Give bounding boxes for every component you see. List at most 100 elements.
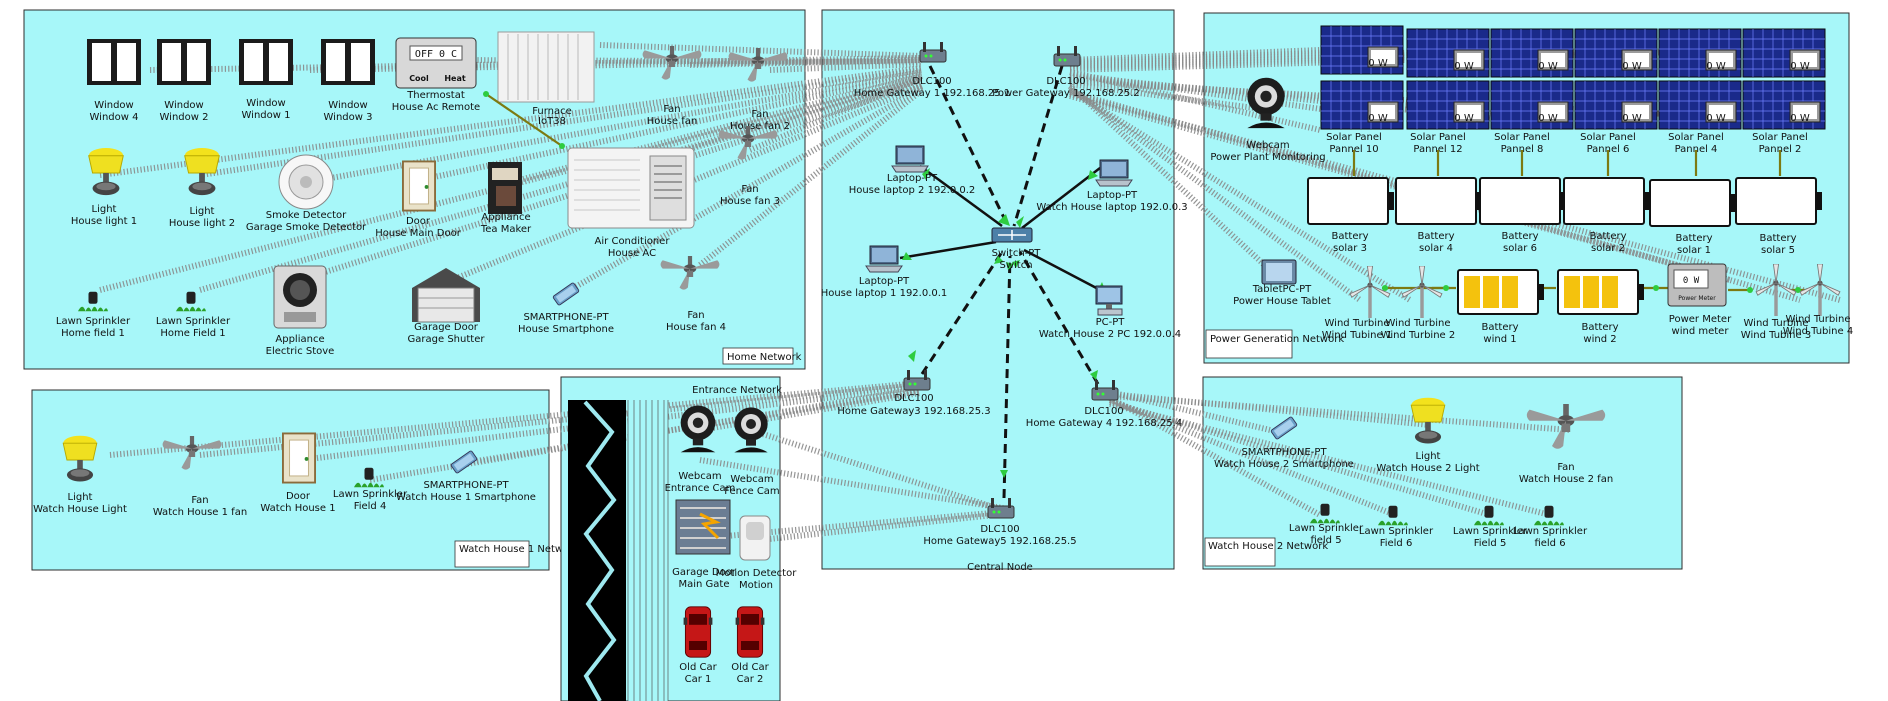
svg-text:0 W: 0 W <box>1454 113 1474 124</box>
power-gateway[interactable]: DLC100 Power Gateway 192.168.25.2 <box>992 45 1140 99</box>
svg-text:House AC: House AC <box>608 248 656 259</box>
svg-text:House laptop 2 192.0.0.2: House laptop 2 192.0.0.2 <box>849 185 976 196</box>
solar-panel[interactable] <box>1406 28 1490 78</box>
fence-webcam[interactable]: Webcam Fence Cam <box>724 407 780 497</box>
window-1[interactable]: Window Window 1 <box>239 39 293 121</box>
svg-text:field 6: field 6 <box>1534 538 1565 549</box>
svg-text:Power Plant Monitoring: Power Plant Monitoring <box>1210 152 1325 163</box>
watch-house-1-fan[interactable]: Fan Watch House 1 fan <box>153 436 247 518</box>
central-switch[interactable]: Switch-PT Switch <box>991 227 1042 271</box>
window-3[interactable]: Window Window 3 <box>321 39 375 123</box>
svg-text:Tea Maker: Tea Maker <box>480 224 532 235</box>
solar-panel[interactable] <box>1742 28 1826 78</box>
svg-text:Window 1: Window 1 <box>242 110 291 121</box>
wind-turbine-1[interactable]: Wind Turbine Wind Tubine 1 <box>1322 266 1392 341</box>
svg-text:Battery: Battery <box>1675 233 1712 244</box>
garage-shutter[interactable]: Garage Door Garage Shutter <box>408 268 486 345</box>
home-gateway-3[interactable]: DLC100 Home Gateway3 192.168.25.3 <box>837 369 991 417</box>
old-car-1[interactable]: Old Car Car 1 <box>679 606 718 685</box>
watch-house-2-sprinkler-field-6b[interactable]: Lawn Sprinkler field 6 <box>1513 505 1588 549</box>
power-plant-webcam[interactable]: Webcam Power Plant Monitoring <box>1210 77 1326 163</box>
svg-text:solar 1: solar 1 <box>1677 245 1711 256</box>
battery-solar-6[interactable]: Battery solar 6 <box>1479 177 1566 254</box>
house-laptop-1[interactable]: Laptop-PT House laptop 1 192.0.0.1 <box>821 245 948 299</box>
watch-house-2-sprinkler-field-5b[interactable]: Lawn Sprinkler Field 5 <box>1453 505 1528 549</box>
thermostat-ac-remote[interactable]: OFF 0 C Cool Heat Thermostat House Ac Re… <box>392 37 480 113</box>
svg-text:Car 2: Car 2 <box>737 674 764 685</box>
solar-panel[interactable] <box>1490 28 1574 78</box>
power-house-tablet[interactable]: TabletPC-PT Power House Tablet <box>1233 259 1331 307</box>
svg-text:Window: Window <box>328 100 367 111</box>
svg-text:Lawn Sprinkler: Lawn Sprinkler <box>156 316 231 327</box>
light-house-1[interactable]: Light House light 1 <box>71 147 137 227</box>
tea-maker[interactable]: Appliance Tea Maker <box>480 162 532 235</box>
garage-smoke-detector[interactable]: Smoke Detector Garage Smoke Detector <box>246 154 367 233</box>
window-4[interactable]: Window Window 4 <box>87 39 141 123</box>
svg-text:Garage Door: Garage Door <box>672 567 737 578</box>
light-house-2[interactable]: Light House light 2 <box>169 147 235 229</box>
home-gateway-5[interactable]: DLC100 Home Gateway5 192.168.25.5 <box>923 497 1077 547</box>
watch-house-2-pc[interactable]: PC-PT Watch House 2 PC 192.0.0.4 <box>1039 285 1181 340</box>
watch-house-2-sprinkler-field-6[interactable]: Lawn Sprinkler Field 6 <box>1359 505 1434 549</box>
solar-panels-row-1: 0 W 0 W 0 W 0 W 0 W 0 W <box>1320 25 1826 78</box>
battery-wind-1[interactable]: Battery wind 1 <box>1457 269 1544 345</box>
watch-house-2-smartphone[interactable]: SMARTPHONE-PT Watch House 2 Smartphone <box>1214 415 1354 470</box>
link-dot <box>483 91 489 97</box>
battery-wind-2[interactable]: Battery wind 2 <box>1557 269 1644 345</box>
home-field-1-sprinkler[interactable]: Lawn Sprinkler Home field 1 <box>56 291 131 339</box>
fan-house-fan-4[interactable]: Fan House fan 4 <box>660 256 726 333</box>
battery-solar-1[interactable]: Battery solar 1 <box>1649 179 1736 256</box>
solar-panel[interactable] <box>1574 80 1658 130</box>
house-main-door[interactable]: Door House Main Door <box>375 160 462 239</box>
svg-text:IoT38: IoT38 <box>538 116 566 127</box>
home-gateway-1[interactable]: DLC100 Home Gateway 1 192.168.25.1 <box>854 41 1010 99</box>
solar-panel[interactable] <box>1406 80 1490 130</box>
watch-house-2-sprinkler-field-5[interactable]: Lawn Sprinkler field 5 <box>1289 503 1364 546</box>
svg-text:Window 4: Window 4 <box>90 112 139 123</box>
electric-stove[interactable]: Appliance Electric Stove <box>266 265 335 357</box>
solar-panel[interactable] <box>1490 80 1574 130</box>
svg-text:solar 4: solar 4 <box>1419 243 1453 254</box>
svg-text:0 W: 0 W <box>1622 61 1642 72</box>
svg-text:Wind Turbine: Wind Turbine <box>1386 318 1451 329</box>
wind-turbine-4[interactable]: Wind Turbine Wind Tubine 4 <box>1783 264 1853 337</box>
house-laptop-2[interactable]: Laptop-PT House laptop 2 192.0.0.2 <box>849 145 976 196</box>
watch-house-laptop[interactable]: Laptop-PT Watch House laptop 192.0.0.3 <box>1036 159 1188 213</box>
svg-text:Fan: Fan <box>191 495 208 506</box>
watch-house-2-fan[interactable]: Fan Watch House 2 fan <box>1519 404 1613 485</box>
watch-house-2-light[interactable]: Light Watch House 2 Light <box>1376 397 1480 474</box>
old-car-2[interactable]: Old Car Car 2 <box>731 606 770 685</box>
watch-house-1-door[interactable]: Door Watch House 1 <box>260 432 336 514</box>
motion-detector[interactable]: Motion Detector Motion <box>716 515 798 591</box>
fan-house-fan[interactable]: Fan House fan <box>642 46 702 127</box>
window-2[interactable]: Window Window 2 <box>157 39 211 123</box>
wind-turbine-3[interactable]: Wind Turbine Wind Tubine 3 <box>1741 264 1811 341</box>
house-smartphone[interactable]: SMARTPHONE-PT House Smartphone <box>518 281 614 335</box>
solar-panel[interactable] <box>1574 28 1658 78</box>
solar-panel[interactable] <box>1658 28 1742 78</box>
svg-text:Door: Door <box>286 491 311 502</box>
solar-panel[interactable] <box>1742 80 1826 130</box>
solar-panel[interactable] <box>1320 25 1404 75</box>
home-field-1b-sprinkler[interactable]: Lawn Sprinkler Home Field 1 <box>156 291 231 339</box>
house-air-conditioner[interactable]: Air Conditioner House AC <box>567 147 695 259</box>
svg-text:Wind Tubine 4: Wind Tubine 4 <box>1783 326 1853 337</box>
battery-solar-2[interactable]: Battery solar 2 <box>1563 177 1650 254</box>
solar-panel[interactable] <box>1658 80 1742 130</box>
watch-house-light[interactable]: Light Watch House Light <box>33 435 127 515</box>
svg-text:Pannel 4: Pannel 4 <box>1675 144 1718 155</box>
entrance-webcam[interactable]: Webcam Entrance Cam <box>665 405 736 494</box>
fan-house-fan-2[interactable]: Fan House fan 2 <box>728 48 790 132</box>
wind-turbine-2[interactable]: Wind Turbine Wind Turbine 2 <box>1381 266 1456 341</box>
battery-solar-5[interactable]: Battery solar 5 <box>1735 177 1822 256</box>
watch-house-1-smartphone[interactable]: SMARTPHONE-PT Watch House 1 Smartphone <box>396 449 536 503</box>
solar-panel[interactable] <box>1320 80 1404 130</box>
home-gateway-4[interactable]: DLC100 Home Gateway 4 192.168.25.4 <box>1026 379 1182 429</box>
furnace[interactable]: Furnace IoT38 <box>497 31 595 127</box>
wind-power-meter[interactable]: 0 W Power Meter Power Meter wind meter <box>1667 263 1732 337</box>
svg-text:SMARTPHONE-PT: SMARTPHONE-PT <box>1241 447 1327 458</box>
battery-solar-3[interactable]: Battery solar 3 <box>1307 177 1394 254</box>
fan-house-fan-3[interactable]: Fan House fan 3 <box>718 126 780 207</box>
watch-house-1-sprinkler[interactable]: Lawn Sprinkler Field 4 <box>333 467 408 512</box>
main-gate-garage-door[interactable]: Garage Door Main Gate <box>672 499 737 590</box>
